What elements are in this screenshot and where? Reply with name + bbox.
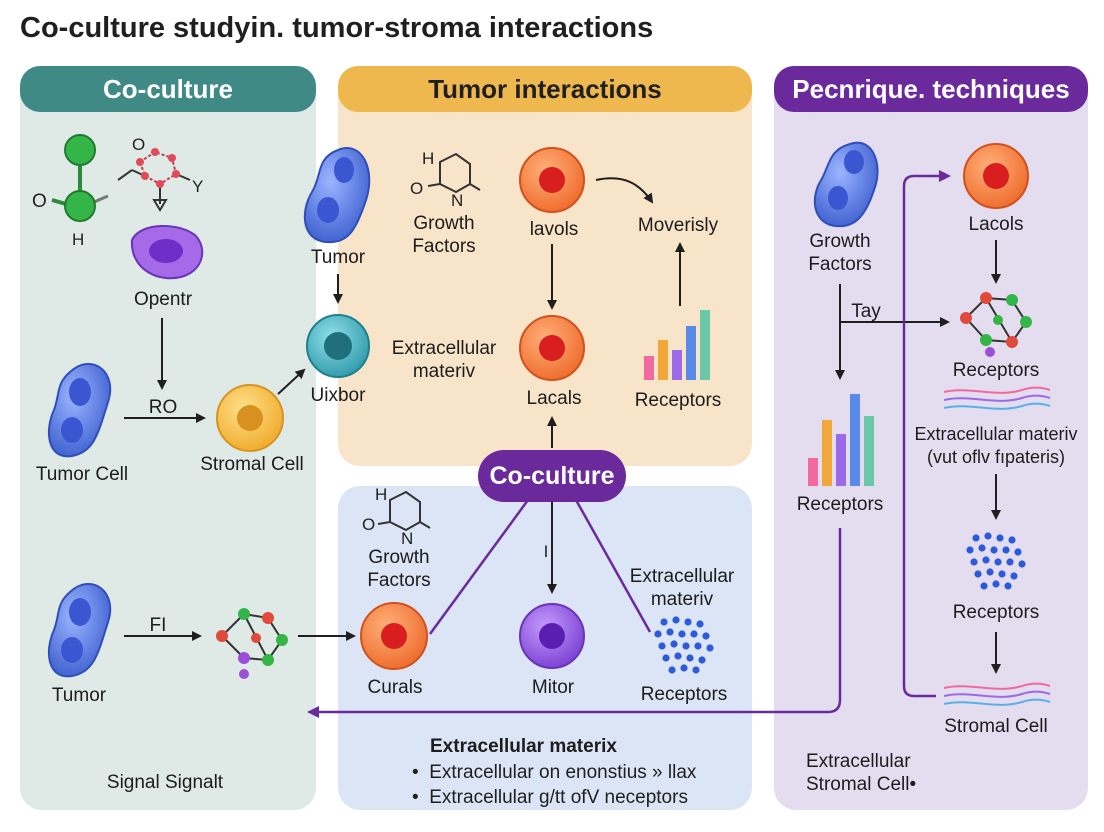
tumor-cell-icon bbox=[303, 147, 371, 244]
label-tumor-mid: Tumor bbox=[310, 247, 366, 268]
stromal-cell-icon bbox=[130, 224, 204, 280]
nucleated-cell-icon bbox=[519, 147, 585, 213]
atom-label-n: N bbox=[401, 529, 413, 548]
label-receptors-bottom: Receptors bbox=[640, 684, 728, 705]
nucleated-cell-icon bbox=[519, 315, 585, 381]
bar-chart-icon bbox=[808, 394, 874, 486]
label-moverisly: Moverisly bbox=[637, 215, 719, 236]
molecule-icon bbox=[136, 148, 180, 188]
molecule-icon bbox=[216, 608, 288, 679]
co-culture-badge: Co-culture bbox=[478, 450, 626, 502]
label-tay: Tay bbox=[851, 301, 881, 322]
label-opentr: Opentr bbox=[133, 289, 193, 310]
atom-label-o: O bbox=[132, 135, 145, 154]
nucleated-cell-icon bbox=[519, 603, 585, 669]
label-tumor-left-bottom: Tumor bbox=[51, 685, 107, 706]
label-ecm-top: Extracellular materiv bbox=[391, 338, 497, 382]
label-receptors-top: Receptors bbox=[634, 390, 722, 411]
middle-top-panel bbox=[338, 66, 752, 466]
atom-label-o: O bbox=[32, 191, 47, 212]
label-receptors-right-chart: Receptors bbox=[796, 494, 884, 515]
ecm-bullet-list: Extracellular on enonstius » llax Extrac… bbox=[412, 760, 696, 810]
label-growth-factors-top: Growth Factors bbox=[412, 213, 476, 257]
nucleated-cell-icon bbox=[306, 314, 370, 378]
ecm-bullet-item: Extracellular on enonstius » llax bbox=[412, 760, 696, 785]
label-mitor: Mitor bbox=[531, 677, 575, 698]
label-ecm-right: Extracellular materiv (vut oflv fıpateri… bbox=[914, 424, 1078, 467]
atom-label-h: H bbox=[375, 485, 387, 504]
atom-label-y: Y bbox=[192, 177, 203, 196]
stromal-cell-icon bbox=[216, 384, 284, 452]
atom-label-o: O bbox=[410, 179, 423, 198]
ecm-bullet-item: Extracellular g/tt ofV neceptors bbox=[412, 785, 696, 810]
label-stromal-cell-left: Stromal Cell bbox=[200, 454, 304, 475]
atom-label-h: H bbox=[72, 230, 84, 249]
wave-lines-icon bbox=[943, 682, 1051, 706]
label-uixbor: Uixbor bbox=[310, 385, 366, 406]
molecule-icon bbox=[117, 150, 191, 212]
label-lavols: lavols bbox=[529, 219, 579, 240]
label-receptors-right-1: Receptors bbox=[952, 360, 1040, 381]
ecm-list-title: Extracellular materix bbox=[430, 736, 617, 757]
molecule-icon bbox=[51, 134, 109, 222]
molecule-icon bbox=[427, 152, 481, 194]
molecule-icon bbox=[377, 490, 431, 532]
right-panel-header: Pecnrique. techniques bbox=[774, 66, 1088, 112]
left-panel-header: Co-culture bbox=[20, 66, 316, 112]
atom-label-o: O bbox=[362, 515, 375, 534]
dot-cluster-icon bbox=[654, 616, 714, 674]
label-stromal-cell-right: Stromal Cell bbox=[944, 716, 1048, 737]
page-title: Co-culture studyin. tumor-stroma interac… bbox=[20, 12, 654, 44]
tumor-cell-icon bbox=[47, 582, 111, 678]
nucleated-cell-icon bbox=[963, 143, 1029, 209]
label-fi: FI bbox=[149, 615, 167, 636]
label-receptors-right-2: Receptors bbox=[952, 602, 1040, 623]
label-lacols-right: Lacols bbox=[968, 214, 1024, 235]
label-signal: Signal Signalt bbox=[106, 772, 224, 793]
atom-label-n: N bbox=[451, 191, 463, 210]
label-ecm-stromal-bottom: Extracellular Stromal Cell• bbox=[806, 751, 917, 795]
tumor-cell-icon bbox=[47, 362, 111, 458]
dot-cluster-icon bbox=[966, 532, 1026, 590]
label-lacals: Lacals bbox=[526, 388, 582, 409]
atom-label-h: H bbox=[422, 149, 434, 168]
middle-top-panel-header: Tumor interactions bbox=[338, 66, 752, 112]
bar-chart-icon bbox=[644, 310, 710, 380]
wave-lines-icon bbox=[943, 386, 1051, 410]
molecule-icon bbox=[960, 292, 1032, 357]
tumor-cell-icon bbox=[813, 141, 879, 228]
label-curals: Curals bbox=[367, 677, 423, 698]
label-ecm-bottom: Extracellular materiv bbox=[629, 566, 735, 610]
label-growth-factors-right: Growth Factors bbox=[808, 231, 872, 275]
label-ii: I bbox=[543, 542, 549, 561]
label-tumor-cell: Tumor Cell bbox=[35, 464, 129, 485]
label-growth-factors-bottom: Growth Factors bbox=[367, 547, 431, 591]
nucleated-cell-icon bbox=[360, 602, 428, 670]
label-ro: RO bbox=[148, 397, 178, 418]
